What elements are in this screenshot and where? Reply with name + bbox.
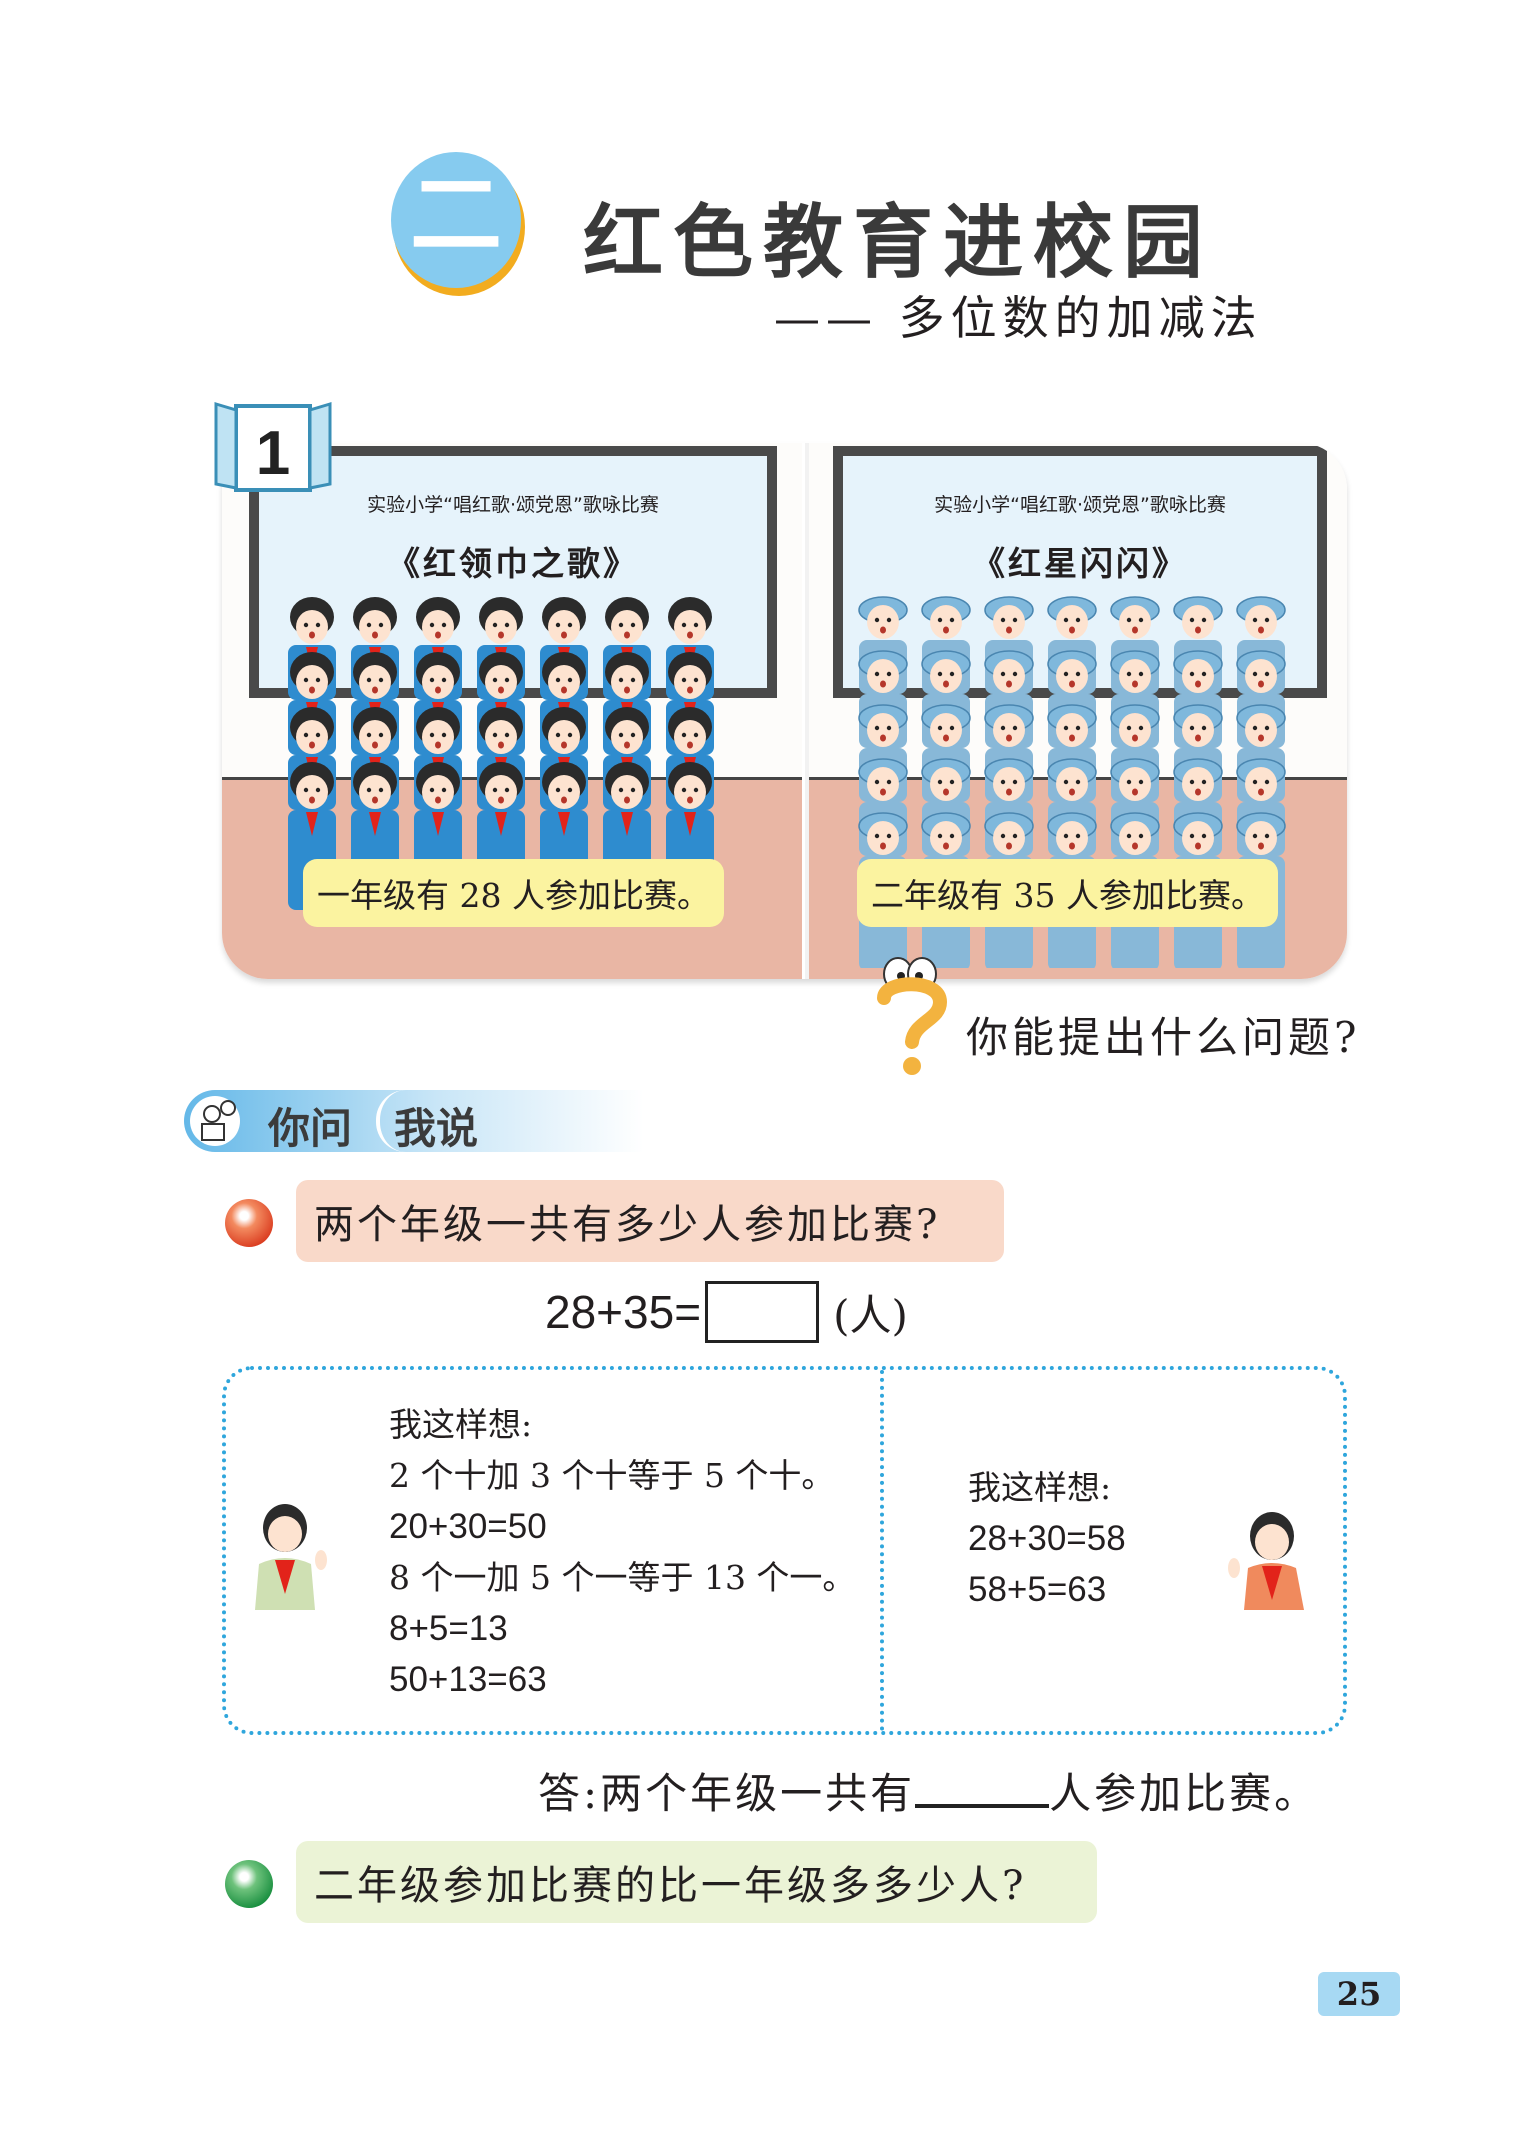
thinking-right: 我这样想: 28+30=58 58+5=63 bbox=[968, 1462, 1126, 1615]
thinking-right-line: 58+5=63 bbox=[968, 1570, 1107, 1609]
thinking-left-line: 8 个一加 5 个一等于 13 个一。 bbox=[389, 1558, 856, 1597]
page-subtitle: —— 多位数的加减法 bbox=[774, 291, 1263, 345]
question-mark-mascot-icon bbox=[877, 957, 948, 1075]
red-bullet-icon bbox=[225, 1199, 273, 1247]
thinking-right-heading: 我这样想: bbox=[968, 1468, 1112, 1507]
board-event-title: 实验小学“唱红歌·颂党恩”歌咏比赛 bbox=[934, 494, 1226, 516]
choir-grade-two bbox=[858, 596, 1286, 968]
scene-grade-two: 实验小学“唱红歌·颂党恩”歌咏比赛 《红星闪闪》 二年级有 35 人参加比赛。 bbox=[805, 443, 1347, 979]
thinking-left-line: 50+13=63 bbox=[389, 1660, 547, 1699]
thinking-divider bbox=[880, 1370, 884, 1731]
thinking-left-heading: 我这样想: bbox=[389, 1405, 533, 1444]
thinking-left: 我这样想: 2 个十加 3 个十等于 5 个十。 20+30=50 8 个一加 … bbox=[389, 1399, 855, 1705]
equation: 28+35= (人) bbox=[545, 1281, 908, 1343]
thinking-left-line: 20+30=50 bbox=[389, 1507, 547, 1546]
answer-sentence: 答:两个年级一共有 人参加比赛。 bbox=[538, 1760, 1319, 1821]
answer-blank-input[interactable] bbox=[915, 1768, 1050, 1808]
example-illustration: 实验小学“唱红歌·颂党恩”歌咏比赛 《红领巾之歌》 一年级有 28 人参加比赛。… bbox=[222, 443, 1347, 979]
reading-student-icon bbox=[190, 1096, 240, 1146]
section-divider bbox=[376, 1090, 406, 1152]
answer-box-input[interactable] bbox=[705, 1281, 820, 1343]
girl-student-left-icon bbox=[255, 1504, 327, 1610]
unit-number: 二 bbox=[409, 162, 502, 269]
equation-unit: (人) bbox=[833, 1290, 908, 1340]
section-label-i-say: 我说 bbox=[394, 1104, 479, 1153]
page-title: 红色教育进校园 bbox=[583, 196, 1213, 289]
thinking-left-line: 8+5=13 bbox=[389, 1609, 508, 1648]
caption-grade-two: 二年级有 35 人参加比赛。 bbox=[857, 859, 1278, 927]
question-one: 两个年级一共有多少人参加比赛? bbox=[296, 1180, 1004, 1262]
question-prompt: 你能提出什么问题? bbox=[966, 1013, 1361, 1062]
scene-grade-one: 实验小学“唱红歌·颂党恩”歌咏比赛 《红领巾之歌》 一年级有 28 人参加比赛。 bbox=[222, 443, 802, 979]
girl-student-right-icon bbox=[1228, 1512, 1304, 1610]
thinking-box bbox=[222, 1366, 1347, 1735]
green-bullet-icon bbox=[225, 1860, 273, 1908]
thinking-left-line: 2 个十加 3 个十等于 5 个十。 bbox=[389, 1456, 835, 1495]
board-song-title: 《红领巾之歌》 bbox=[387, 544, 639, 583]
caption-grade-one: 一年级有 28 人参加比赛。 bbox=[303, 859, 724, 927]
question-two: 二年级参加比赛的比一年级多多少人? bbox=[296, 1841, 1097, 1923]
answer-suffix: 人参加比赛。 bbox=[1049, 1769, 1320, 1818]
equation-expression: 28+35= bbox=[545, 1286, 702, 1338]
answer-prefix: 答:两个年级一共有 bbox=[538, 1769, 916, 1818]
example-number-window-icon: 1 bbox=[214, 401, 332, 492]
section-label-you-ask: 你问 bbox=[268, 1104, 353, 1153]
example-number: 1 bbox=[256, 419, 290, 488]
section-header-ask-answer: 你问 我说 bbox=[184, 1090, 644, 1153]
unit-badge: 二 bbox=[391, 152, 521, 288]
board-song-title: 《红星闪闪》 bbox=[972, 544, 1188, 583]
thinking-right-line: 28+30=58 bbox=[968, 1519, 1126, 1558]
board-event-title: 实验小学“唱红歌·颂党恩”歌咏比赛 bbox=[367, 494, 659, 516]
page-number: 25 bbox=[1318, 1972, 1400, 2016]
